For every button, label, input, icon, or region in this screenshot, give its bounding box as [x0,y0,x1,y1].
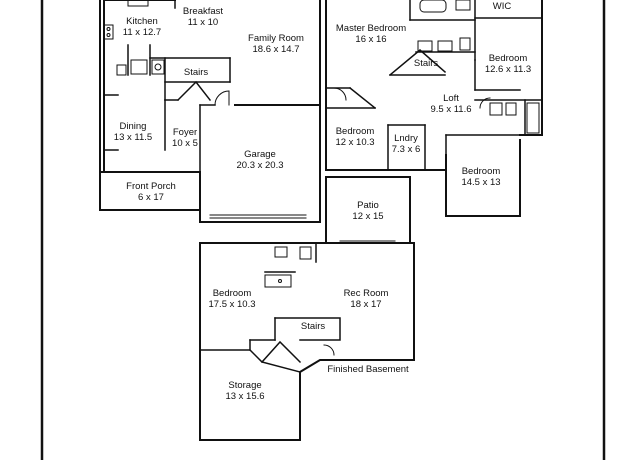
page-frame [40,0,606,460]
room-name: Bedroom [212,288,252,299]
room-name: Finished Basement [327,364,409,375]
room-loft: Loft 9.5 x 11.6 [430,93,471,115]
room-name: Stairs [413,58,439,69]
room-dims: 6 x 17 [138,192,164,203]
room-stairs-basement: Stairs [301,321,325,332]
room-bedroom-ne: Bedroom 12.6 x 11.3 [485,53,531,75]
room-bedroom-basement: Bedroom 17.5 x 10.3 [208,288,255,310]
shower-icon [455,0,471,11]
toilet-icon [130,59,148,75]
basement-toilet-icon [299,246,312,260]
room-dining: Dining 13 x 11.5 [114,121,152,143]
kitchen-sink-icon [127,0,149,7]
room-storage: Storage 13 x 15.6 [225,380,264,402]
vanity-sink-icon-2 [437,40,453,52]
room-name: Bedroom [461,166,501,177]
room-dims: 11 x 12.7 [122,27,162,38]
room-dims: 16 x 16 [355,34,387,45]
vanity-sink-icon [417,40,433,52]
sink-icon-2 [489,102,503,116]
room-name: Garage [244,149,276,160]
label-finished-basement: Finished Basement [327,364,408,375]
room-name: WIC [492,1,512,12]
room-rec-room: Rec Room 18 x 17 [344,288,389,310]
basement-door-swing-icon [323,344,335,356]
room-dims: 14.5 x 13 [461,177,501,188]
room-name: Loft [443,93,459,104]
appliance-icon [116,64,127,76]
upper-floor-walls [325,0,543,217]
basement-fixtures [264,246,335,356]
room-dims: 10 x 5 [172,138,198,149]
room-name: Dining [119,121,147,132]
room-dims: 9.5 x 11.6 [430,104,472,115]
room-master-bedroom: Master Bedroom 16 x 16 [336,23,406,45]
room-name: Patio [357,200,379,211]
room-name: Bedroom [488,53,528,64]
room-garage: Garage 20.3 x 20.3 [236,149,283,171]
room-dims: 12 x 15 [352,211,384,222]
room-dims: 13 x 15.6 [225,391,265,402]
main-floor-fixtures [103,0,230,106]
basement-shower-icon [264,274,292,288]
room-bedroom-se: Bedroom 14.5 x 13 [461,166,500,188]
basement-sink-icon [274,246,288,258]
room-laundry: Lndry 7.3 x 6 [392,133,421,155]
room-dims: 17.5 x 10.3 [208,299,256,310]
room-family-room: Family Room 18.6 x 14.7 [248,33,304,55]
room-name: Family Room [248,33,304,44]
room-bedroom-sw: Bedroom 12 x 10.3 [335,126,374,148]
upper-floor-fixtures [333,0,540,134]
room-dims: 12.6 x 11.3 [484,64,532,75]
room-front-porch: Front Porch 6 x 17 [126,181,176,203]
stove-icon [103,24,114,40]
bathtub-icon [419,0,447,13]
room-kitchen: Kitchen 11 x 12.7 [123,16,161,38]
room-stairs-main: Stairs [184,67,208,78]
tub-icon-2 [526,102,540,134]
room-stairs-upper: Stairs [414,58,438,69]
room-patio: Patio 12 x 15 [352,200,383,222]
room-dims: 18.6 x 14.7 [252,44,300,55]
room-name: Stairs [300,321,326,332]
room-name: Foyer [172,127,198,138]
room-foyer: Foyer 10 x 5 [172,127,198,149]
room-dims: 12 x 10.3 [335,137,375,148]
powder-sink-icon [151,59,165,75]
room-name: Lndry [394,133,418,144]
toilet-icon-3 [505,102,517,116]
room-dims: 20.3 x 20.3 [236,160,284,171]
room-name: Breakfast [182,6,224,17]
room-dims: 7.3 x 6 [391,144,421,155]
room-name: Front Porch [126,181,176,192]
door-swing-icon [214,90,230,106]
room-breakfast: Breakfast 11 x 10 [183,6,223,28]
room-name: Master Bedroom [335,23,407,34]
room-dims: 11 x 10 [187,17,219,28]
room-dims: 13 x 11.5 [113,132,153,143]
room-name: Storage [228,380,262,391]
toilet-icon-2 [459,37,471,51]
room-name: Bedroom [335,126,375,137]
basement-walls [199,240,415,441]
room-name: Stairs [183,67,209,78]
room-wic: WIC [493,1,511,12]
room-dims: 18 x 17 [350,299,382,310]
room-name: Kitchen [126,16,158,27]
room-name: Rec Room [343,288,389,299]
